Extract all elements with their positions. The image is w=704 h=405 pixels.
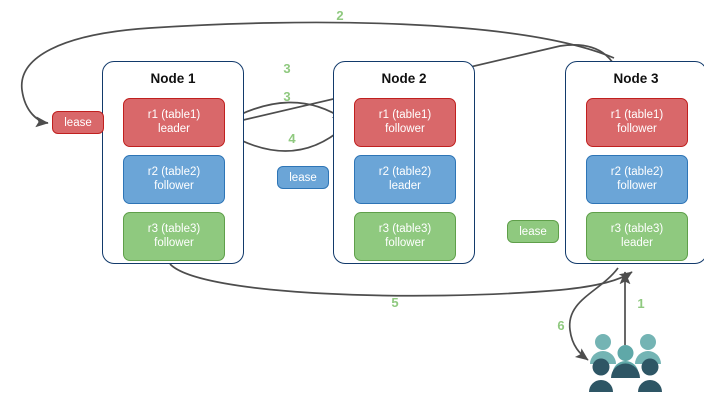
replica-node-3-r3[interactable]: r3 (table3) leader <box>586 212 688 261</box>
replica-label-line1: r1 (table1) <box>378 109 432 121</box>
replica-node-2-r2[interactable]: r2 (table2) leader <box>354 155 456 204</box>
replica-label-line1: r3 (table3) <box>378 223 432 235</box>
replica-label-line2: leader <box>621 236 653 249</box>
node-title-node-3: Node 3 <box>613 71 659 86</box>
step-label-5: 5 <box>391 295 399 310</box>
step-label-2: 2 <box>336 8 344 23</box>
replica-label-line2: follower <box>385 122 425 135</box>
replica-label-line1: r2 (table2) <box>610 166 664 178</box>
replica-label-line1: r2 (table2) <box>378 166 432 178</box>
replica-label-line2: follower <box>154 179 194 192</box>
replica-label-line2: leader <box>389 179 421 192</box>
replica-label-line1: r2 (table2) <box>147 166 201 178</box>
replica-label-line2: follower <box>617 122 657 135</box>
edge-6-path <box>569 267 619 361</box>
step-label-3b: 3 <box>283 89 291 104</box>
edge-2-path <box>20 21 615 128</box>
step-label-4: 4 <box>288 131 296 146</box>
replica-label-line1: r1 (table1) <box>610 109 664 121</box>
step-label-6: 6 <box>557 318 565 333</box>
node-title-node-2: Node 2 <box>381 71 427 86</box>
edge-5-path <box>169 263 633 297</box>
lease-badge-r2[interactable]: lease <box>277 166 329 189</box>
step-label-1: 1 <box>637 296 645 311</box>
replica-label-line2: follower <box>385 236 425 249</box>
replica-label-line1: r3 (table3) <box>147 223 201 235</box>
replica-label-line2: follower <box>617 179 657 192</box>
replica-label-line2: leader <box>158 122 190 135</box>
replica-node-3-r1[interactable]: r1 (table1) follower <box>586 98 688 147</box>
replica-node-2-r1[interactable]: r1 (table1) follower <box>354 98 456 147</box>
node-box-node-1[interactable]: Node 1 r1 (table1) leader r2 (table2) fo… <box>102 61 244 264</box>
replica-node-1-r3[interactable]: r3 (table3) follower <box>123 212 225 261</box>
replica-node-1-r1[interactable]: r1 (table1) leader <box>123 98 225 147</box>
lease-badge-r3[interactable]: lease <box>507 220 559 243</box>
step-label-3a: 3 <box>283 61 291 76</box>
lease-badge-r1[interactable]: lease <box>52 111 104 134</box>
node-title-node-1: Node 1 <box>150 71 196 86</box>
node-box-node-2[interactable]: Node 2 r1 (table1) follower r2 (table2) … <box>333 61 475 264</box>
replica-node-3-r2[interactable]: r2 (table2) follower <box>586 155 688 204</box>
node-box-node-3[interactable]: Node 3 r1 (table1) follower r2 (table2) … <box>565 61 704 264</box>
replica-label-line1: r3 (table3) <box>610 223 664 235</box>
replica-node-1-r2[interactable]: r2 (table2) follower <box>123 155 225 204</box>
users-icon <box>589 334 662 392</box>
replica-label-line1: r1 (table1) <box>147 109 201 121</box>
replica-label-line2: follower <box>154 236 194 249</box>
replica-node-2-r3[interactable]: r3 (table3) follower <box>354 212 456 261</box>
